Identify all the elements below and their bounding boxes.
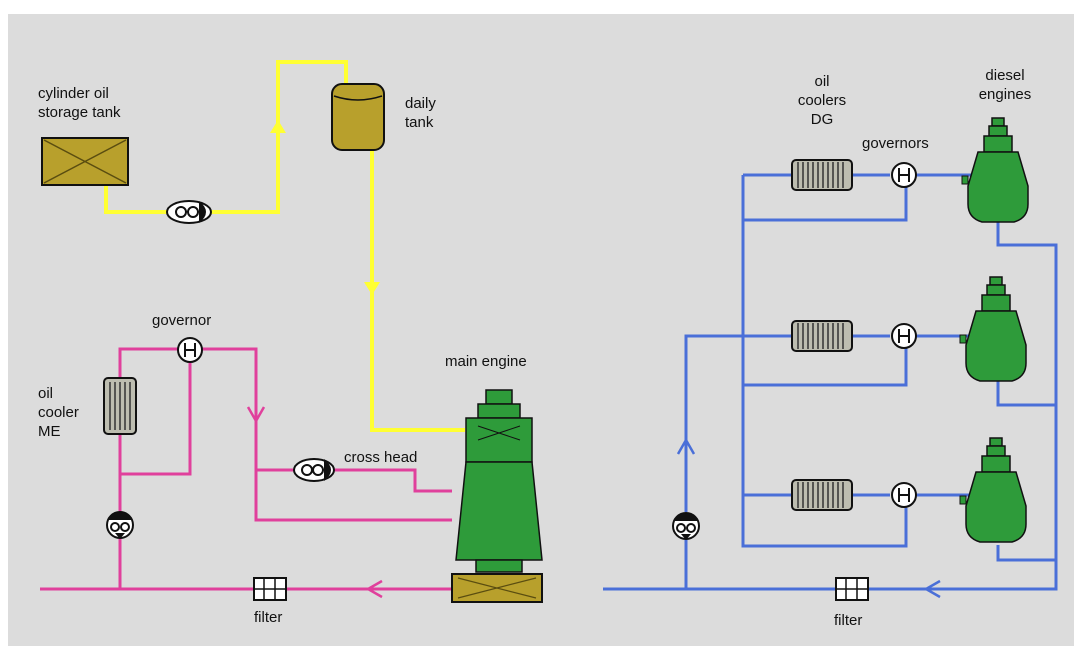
flow-arrow-icon <box>923 579 941 599</box>
governors-label: governors <box>862 135 929 152</box>
flow-arrow-icon <box>246 406 266 424</box>
cooler-icon <box>791 320 853 352</box>
pump-icon <box>672 512 700 541</box>
cooler-icon <box>791 479 853 511</box>
cylinder-oil-storage-tank <box>41 137 129 186</box>
pump-icon <box>166 200 212 224</box>
oil-cooler-me <box>103 377 137 435</box>
pump-icon <box>106 511 134 540</box>
cooler-icon <box>791 159 853 191</box>
daily-tank-label: daily tank <box>405 95 436 131</box>
pump-icon <box>293 458 335 482</box>
daily-tank <box>331 83 385 151</box>
main-engine-label: main engine <box>445 353 527 370</box>
governor-icon <box>891 482 917 508</box>
governor-icon <box>177 337 203 363</box>
oil-coolers-dg-label: oil coolers DG <box>797 73 847 128</box>
flow-arrow-icon <box>270 120 286 133</box>
governor-icon <box>891 323 917 349</box>
governor-icon <box>891 162 917 188</box>
cylinder-oil-line <box>104 60 465 432</box>
filter-label-dg: filter <box>834 612 863 629</box>
flow-arrow-icon <box>364 282 380 295</box>
main-engine <box>451 389 543 603</box>
diesel-engines-label: diesel engines <box>978 67 1032 103</box>
cylinder-oil-storage-tank-label: cylinder oil storage tank <box>38 85 121 121</box>
filter-icon <box>835 577 869 601</box>
filter-label-me: filter <box>254 609 283 626</box>
governor-label: governor <box>152 312 212 329</box>
oil-cooler-me-label: oil cooler ME <box>38 385 79 440</box>
flow-arrow-icon <box>676 437 696 455</box>
flow-arrow-icon <box>365 579 383 599</box>
filter-icon <box>253 577 287 601</box>
diesel-oil-line <box>603 173 1058 591</box>
cross-head-label: cross head <box>344 449 418 466</box>
